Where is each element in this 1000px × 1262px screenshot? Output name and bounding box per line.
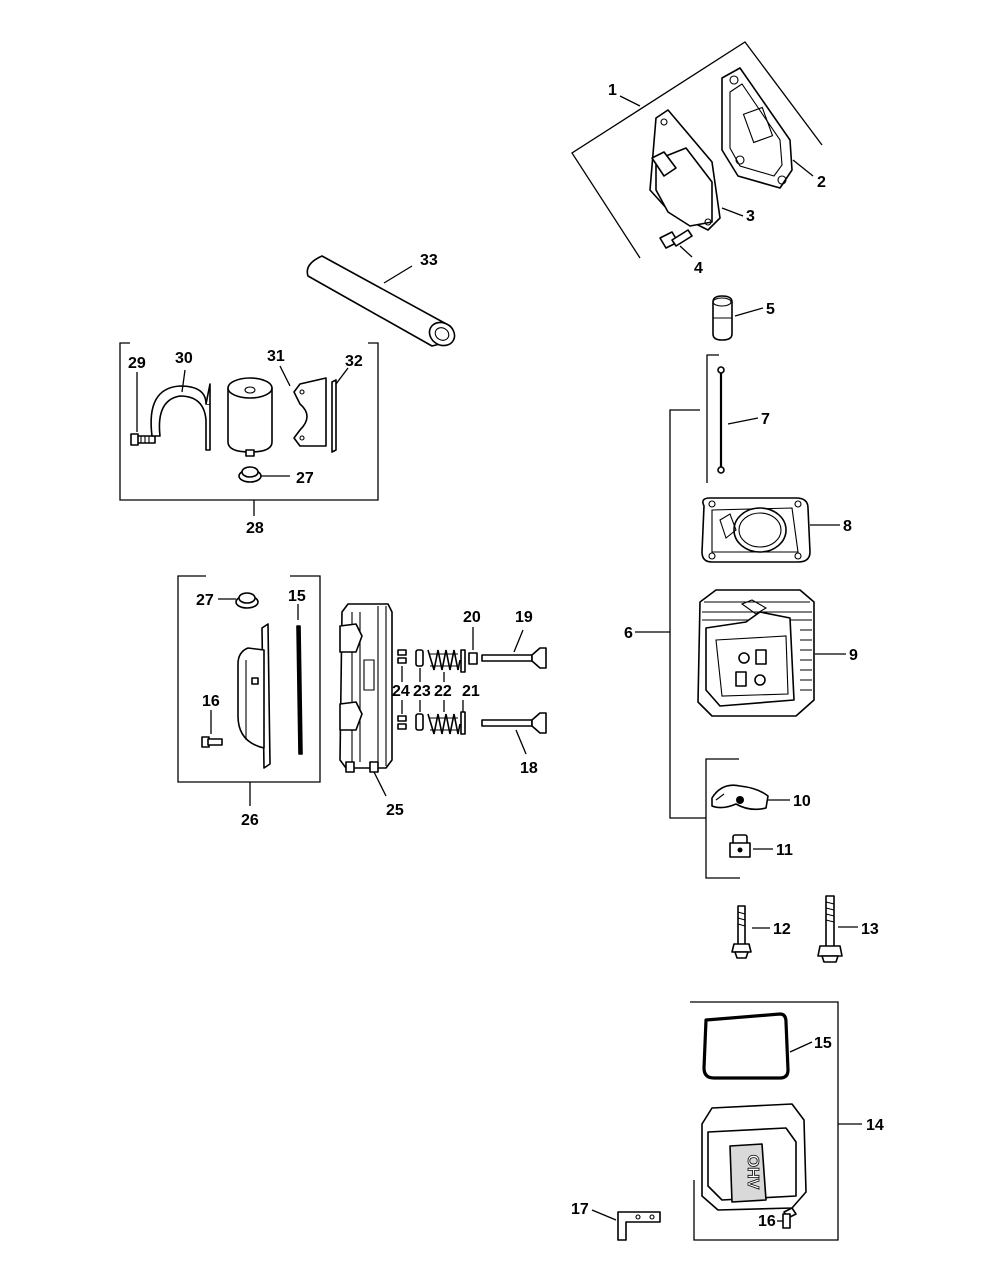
leader-32 <box>335 367 349 385</box>
leader-1 <box>619 95 641 107</box>
leader-31 <box>279 365 291 387</box>
filter-clamp <box>150 383 211 451</box>
cylinder-head-side <box>339 603 393 773</box>
valve-cover-screw-left <box>201 736 223 748</box>
callout-7: 7 <box>761 411 770 428</box>
leader-25 <box>373 771 387 797</box>
valve-cover-kit-group: 14 15 OHV 16 <box>690 1001 884 1241</box>
bracket-7 <box>706 354 719 483</box>
head-bolt-short: 12 <box>731 905 791 959</box>
callout-6: 6 <box>624 625 633 642</box>
callout-23: 23 <box>413 683 431 700</box>
leader-5 <box>734 307 764 317</box>
grommet <box>238 466 262 483</box>
callout-4: 4 <box>694 260 703 277</box>
callout-25: 25 <box>386 802 404 819</box>
grommet-2 <box>235 592 259 609</box>
rocker-pivot <box>729 834 751 858</box>
leader-30 <box>181 369 186 393</box>
cylinder-head-kit-group: 6 7 8 <box>624 354 858 879</box>
callout-1: 1 <box>608 82 617 99</box>
callout-33: 33 <box>420 252 438 269</box>
callout-3: 3 <box>746 208 755 225</box>
spring-retainers <box>415 649 424 731</box>
valve-cover: OHV <box>701 1103 807 1211</box>
valve-cover-kit-left-group: 26 27 15 16 <box>177 575 321 829</box>
group-bracket-6 <box>669 409 706 819</box>
valve-springs <box>427 649 461 735</box>
leader-17 <box>591 1209 617 1221</box>
valve-keepers <box>397 649 407 730</box>
leader-33 <box>383 265 413 284</box>
callout-13: 13 <box>861 921 879 938</box>
valve-cover-gasket-left <box>296 625 303 755</box>
push-rod <box>717 366 725 474</box>
callout-28: 28 <box>246 520 264 537</box>
callout-27b: 27 <box>196 592 214 609</box>
filter-screw <box>130 433 156 446</box>
callout-31: 31 <box>267 348 285 365</box>
callout-16b: 16 <box>758 1213 776 1230</box>
group-bracket-26 <box>177 575 321 783</box>
filter-gasket <box>331 379 337 453</box>
intake-valve <box>481 647 547 669</box>
head-bolt-long: 13 <box>817 895 879 963</box>
leader-7 <box>727 417 759 425</box>
breather-screw <box>659 229 693 249</box>
filter-retainer <box>293 377 327 447</box>
callout-20: 20 <box>463 609 481 626</box>
callout-18: 18 <box>520 760 538 777</box>
callout-9: 9 <box>849 647 858 664</box>
callout-26: 26 <box>241 812 259 829</box>
valve-cover-left <box>237 623 271 769</box>
callout-21: 21 <box>462 683 480 700</box>
bracket-10-11 <box>705 758 740 879</box>
callout-11: 11 <box>776 842 793 859</box>
callout-29: 29 <box>128 355 146 372</box>
callout-14: 14 <box>866 1117 884 1134</box>
leader-2 <box>792 159 814 177</box>
callout-30: 30 <box>175 350 193 367</box>
group-bracket-1 <box>571 41 823 259</box>
breather-gasket <box>721 67 793 189</box>
callout-8: 8 <box>843 518 852 535</box>
rocker-arm <box>711 784 769 811</box>
callout-19: 19 <box>515 609 533 626</box>
ohv-logo: OHV <box>744 1155 761 1190</box>
breather-filter-kit-group: 28 29 30 31 <box>119 342 379 537</box>
callout-16a: 16 <box>202 693 220 710</box>
valve-cover-gasket <box>702 1012 790 1080</box>
callout-27a: 27 <box>296 470 314 487</box>
group-bracket-28 <box>119 342 379 501</box>
cylinder-head <box>697 589 815 717</box>
callout-15b: 15 <box>814 1035 832 1052</box>
valve-cover-screw <box>782 1207 797 1229</box>
callout-17: 17 <box>571 1201 589 1218</box>
leader-15b <box>789 1041 813 1053</box>
callout-2: 2 <box>817 174 826 191</box>
group-bracket-14 <box>690 1001 839 1241</box>
callout-32: 32 <box>345 353 363 370</box>
head-gasket <box>701 497 811 563</box>
exhaust-valve <box>481 712 547 734</box>
breather-assembly-group: 1 2 3 4 <box>571 41 826 277</box>
lifting-bracket: 17 <box>571 1201 661 1241</box>
breather-hose: 33 <box>306 252 456 347</box>
valve-cap <box>468 652 478 665</box>
callout-5: 5 <box>766 301 775 318</box>
callout-24: 24 <box>392 683 410 700</box>
leader-4 <box>679 245 693 258</box>
leader-3 <box>721 207 744 217</box>
breather-filter <box>227 377 273 457</box>
callout-15a: 15 <box>288 588 306 605</box>
breather-cover <box>649 109 721 231</box>
tappet: 5 <box>712 295 775 341</box>
callout-10: 10 <box>793 793 811 810</box>
callout-12: 12 <box>773 921 791 938</box>
leader-18 <box>515 729 527 755</box>
leader-19 <box>513 629 524 653</box>
callout-22: 22 <box>434 683 452 700</box>
